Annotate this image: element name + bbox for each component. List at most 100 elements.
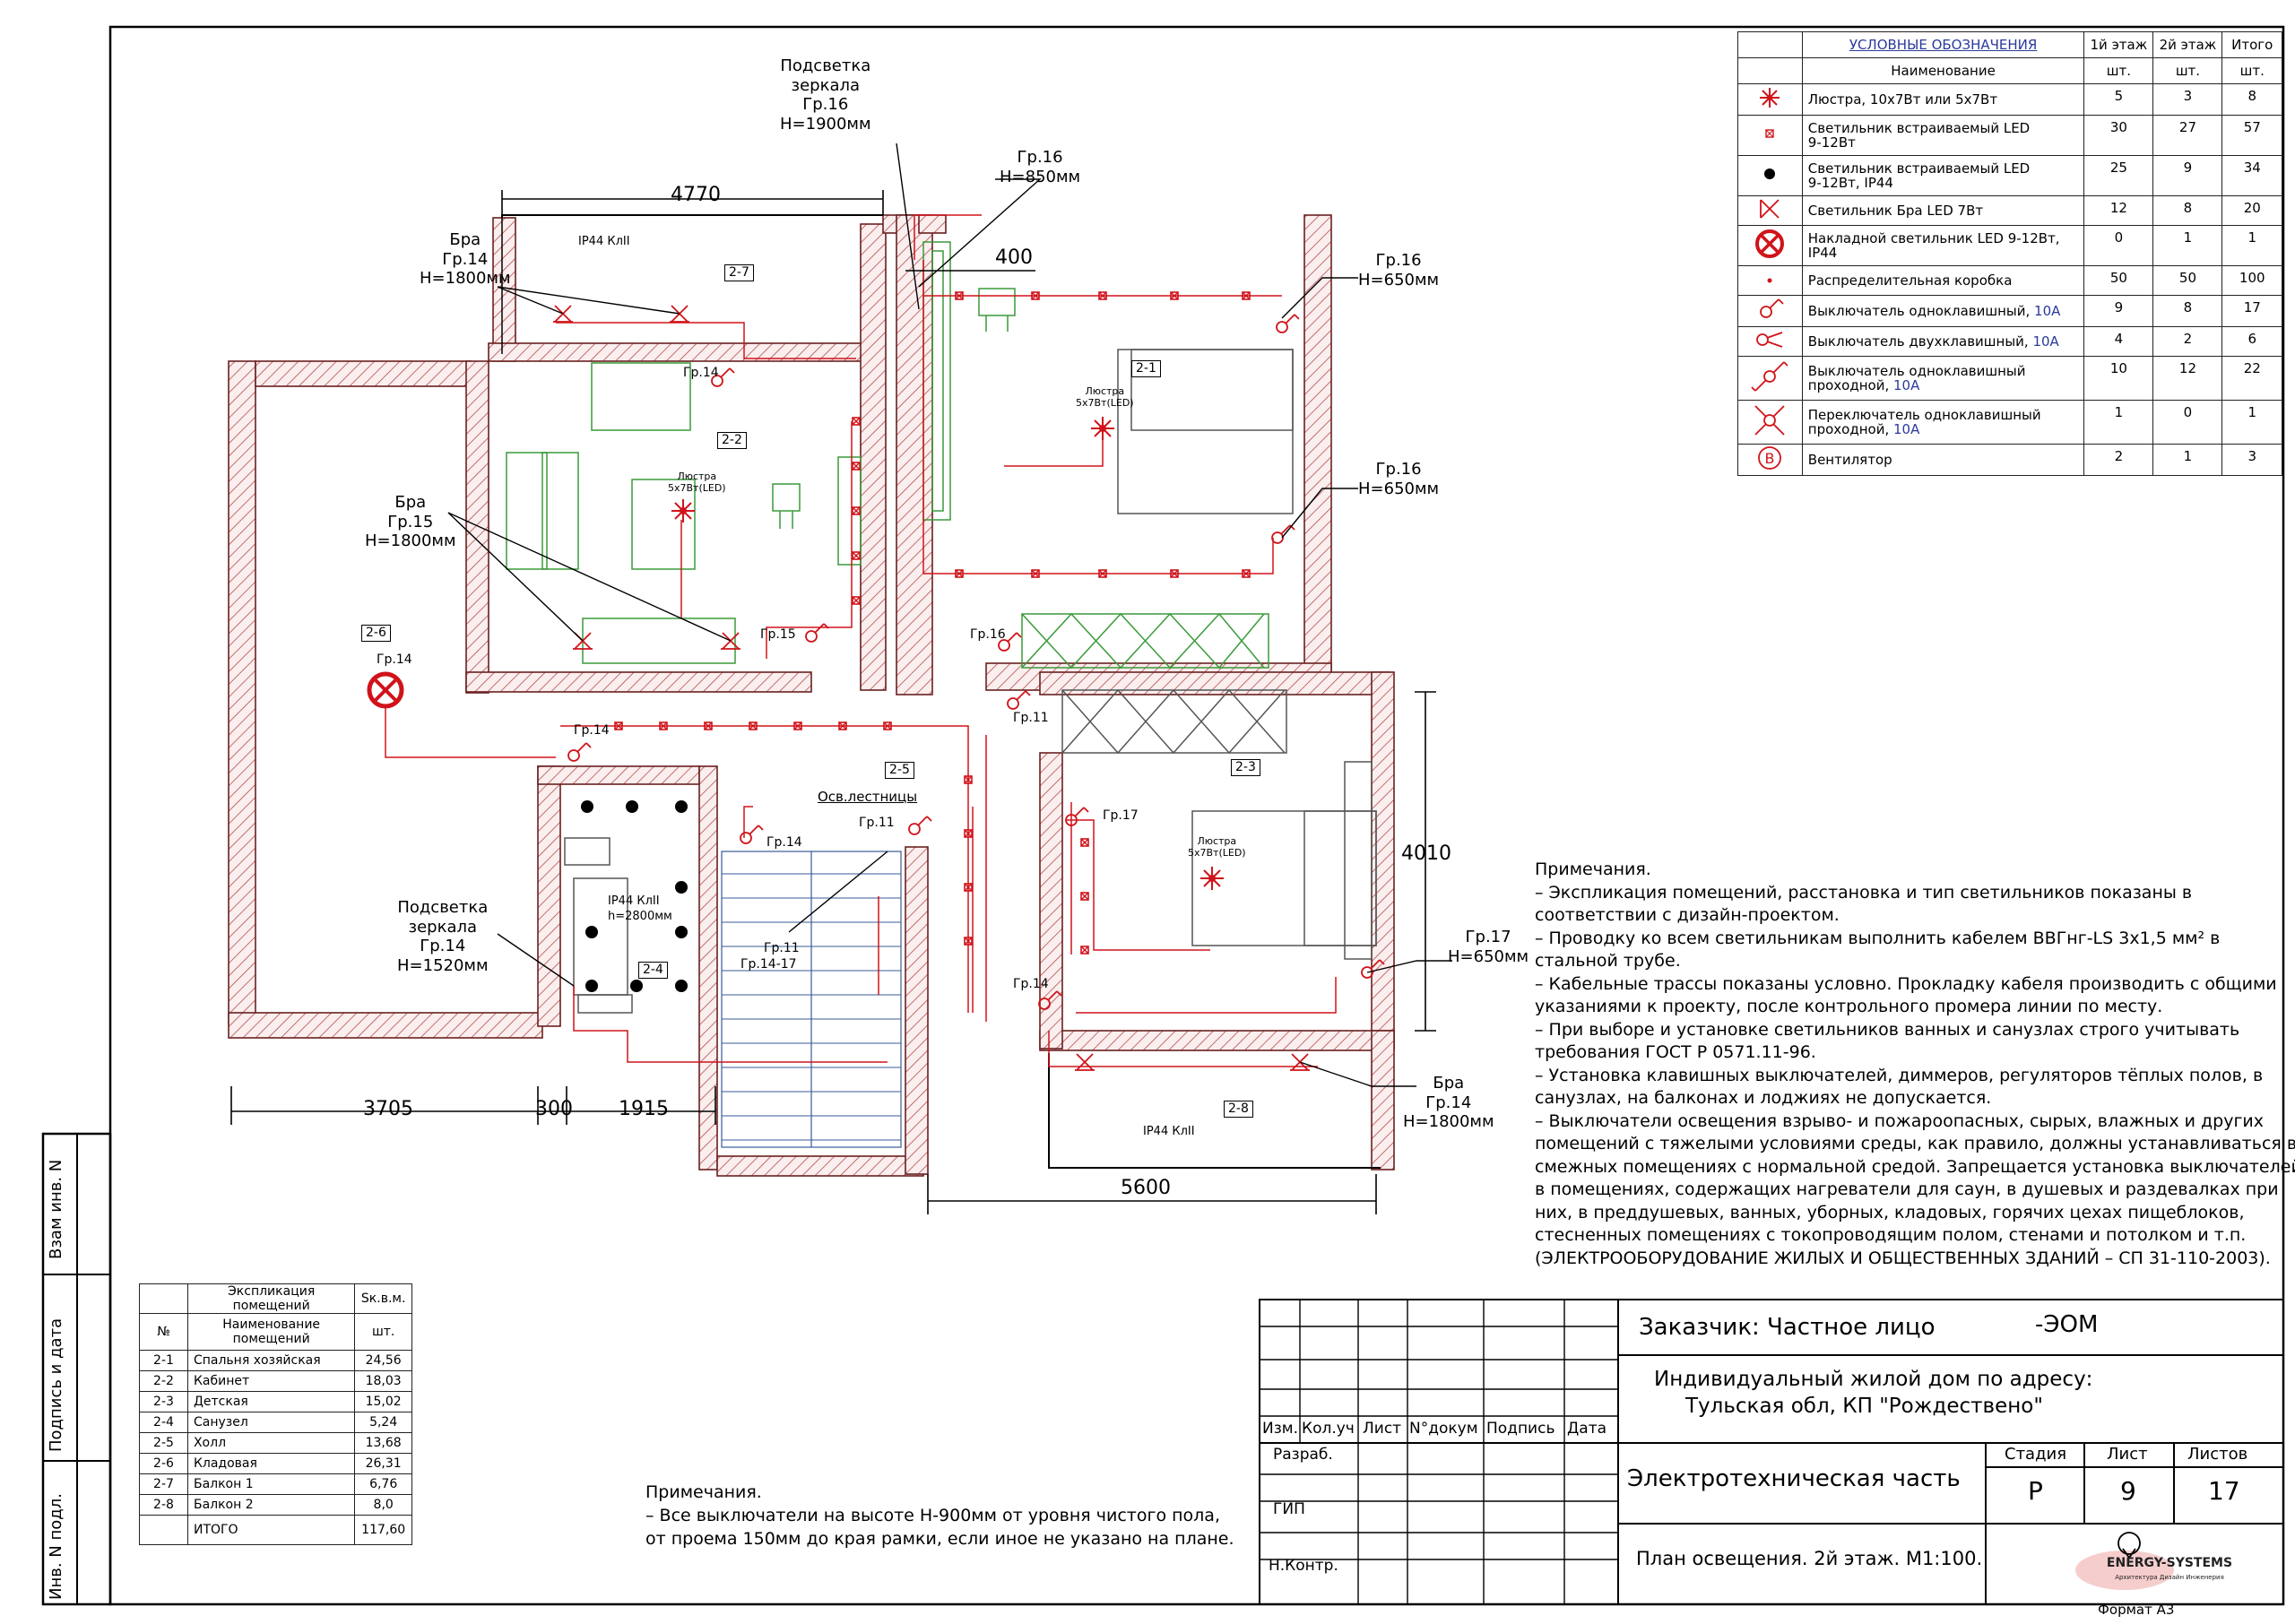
callout-text: Н=650мм (1358, 270, 1440, 289)
legend-item-name: Люстра, 10х7Вт или 5х7Вт (1808, 92, 2079, 107)
recessed-led-icon (852, 462, 861, 471)
callout-bra15: Бра Гр.15 Н=1800мм (365, 493, 456, 551)
legend-count-c: 3 (2221, 444, 2282, 476)
explication-cell-n: 2-7 (139, 1473, 188, 1495)
name-text: Выключатель двухклавишный, (1807, 333, 2033, 350)
explication-title: Экспликация помещений (186, 1283, 356, 1314)
legend-count-c: 6 (2221, 326, 2282, 357)
note-line: санузлах, на балконах и лоджиях не допус… (1535, 1088, 1992, 1108)
group-label: Гр.14 (377, 652, 412, 667)
rating-text: 10А (2032, 333, 2059, 350)
name-text: проходной, (1807, 421, 1893, 437)
note-line: в помещениях, содержащих нагреватели для… (1535, 1179, 2279, 1199)
note-line: соответствии с дизайн-проектом. (1535, 905, 1840, 925)
legend-item-name: Выключатель двухклавишный, 10А (1808, 334, 2079, 349)
group-label: Гр.11 (1013, 711, 1049, 725)
rating-text: 10А (1892, 421, 1920, 437)
recessed-led-icon (1080, 838, 1089, 847)
legend-count-a: 12 (2083, 195, 2154, 226)
dimension-3705: 3705 (363, 1098, 413, 1120)
callout-text: Н=650мм (1448, 946, 1529, 966)
stamp-column-header: Лист (1363, 1420, 1402, 1438)
explication-unit-header: шт. (354, 1313, 412, 1351)
recessed-led-icon (852, 506, 861, 515)
callout-text: Бра (1433, 1074, 1465, 1093)
legend-unit2: шт. (2152, 57, 2223, 84)
surface-light-icon (1754, 229, 1786, 263)
dimension-1915: 1915 (619, 1098, 669, 1120)
legend-count-b: 3 (2152, 83, 2223, 116)
dimension-400: 400 (995, 246, 1033, 269)
legend-item-name: Светильник встраиваемый LED (1808, 121, 2079, 135)
note-line: стальной трубе. (1535, 951, 1681, 971)
notes-switches: Примечания. – Все выключатели на высоте … (645, 1481, 1234, 1551)
recessed-led-icon (1080, 946, 1089, 955)
sheet-header: Лист (2107, 1445, 2148, 1464)
explication-cell-name: Балкон 2 (186, 1494, 356, 1516)
callout-text: Подсветка (780, 56, 871, 75)
lamp-spec: 5х7Вт(LED) (668, 482, 726, 495)
callout-text: Гр.17 (1465, 928, 1511, 946)
legend-count-a: 30 (2083, 115, 2154, 156)
ip44-label: IP44 КлII (1143, 1125, 1195, 1138)
explication-cell-n: 2-1 (139, 1350, 188, 1371)
recessed-led-icon (1080, 892, 1089, 901)
legend-unit3: шт. (2221, 57, 2282, 84)
explication-cell-n: 2-3 (139, 1391, 188, 1412)
name-text: 9-12Вт, IP44 (1807, 175, 1893, 191)
legend-item-name: Светильник встраиваемый LED (1808, 161, 2079, 176)
callout-text: Н=850мм (1000, 167, 1081, 186)
room-tag-2-2: 2-2 (717, 432, 747, 449)
callout-bra14-bottom: Бра Гр.14 Н=1800мм (1403, 1074, 1494, 1132)
legend-item-name-2: проходной, 10А (1808, 422, 2079, 436)
explication-cell-n: 2-2 (139, 1370, 188, 1392)
plan-title: План освещения. 2й этаж. М1:100. (1636, 1548, 1983, 1569)
group-label: Гр.14-17 (740, 957, 797, 972)
callout-text: Гр.16 (1017, 148, 1063, 167)
document-code: -ЭОМ (2035, 1311, 2099, 1338)
legend-count-a: 2 (2083, 444, 2154, 476)
ip44-label: IP44 КлII (578, 235, 630, 248)
recessed-led-icon (852, 596, 861, 605)
note-line: – Проводку ко всем светильникам выполнит… (1535, 928, 2221, 948)
room-tag-2-7: 2-7 (724, 264, 754, 281)
callout-text: Гр.14 (420, 937, 466, 956)
callout-text: Бра (394, 493, 427, 512)
room-tag-2-4: 2-4 (638, 962, 668, 979)
note-line: – Все выключатели на высоте Н-900мм от у… (645, 1506, 1220, 1525)
group-label: Гр.16 (970, 627, 1006, 642)
sheets-header: Листов (2187, 1445, 2248, 1464)
callout-text: Бра (449, 230, 481, 249)
note-line: указаниями к проекту, после контрольного… (1535, 997, 2163, 1016)
explication-cell-v: 13,68 (354, 1432, 412, 1454)
cross-switch-icon (1750, 405, 1789, 444)
callout-text: Гр.16 (1375, 460, 1422, 479)
stamp-column-header: N°докум (1409, 1420, 1478, 1438)
notes-title: Примечания. (1535, 860, 1651, 879)
legend-item-name: Накладной светильник LED 9-12Вт, (1808, 231, 2079, 246)
group-label: Гр.11 (859, 816, 895, 830)
paper-format: Формат А3 (2098, 1602, 2175, 1618)
explication-no-header: № (139, 1313, 188, 1351)
name-text: Светильник встраиваемый LED (1807, 160, 2031, 177)
explication-cell-name: Кабинет (186, 1370, 356, 1392)
surface-light-icon (367, 671, 404, 709)
legend-item-name: Переключатель одноклавишный (1808, 408, 2079, 422)
stamp-norm-control: Н.Контр. (1269, 1557, 1338, 1575)
legend-item-name-2: 9-12Вт (1808, 135, 2079, 150)
legend-item-name: Выключатель одноклавишный (1808, 364, 2079, 378)
note-line: – Установка клавишных выключателей, димм… (1535, 1065, 2264, 1085)
recessed-ip44-icon (581, 800, 688, 992)
group-label: Гр.14 (683, 366, 719, 380)
legend-unit1: шт. (2083, 57, 2154, 84)
stamp-column-header: Кол.уч (1302, 1420, 1355, 1438)
lamp-name: Люстра (1197, 835, 1237, 847)
callout-gr17-650: Гр.17 Н=650мм (1448, 928, 1529, 966)
legend-count-c: 20 (2221, 195, 2282, 226)
